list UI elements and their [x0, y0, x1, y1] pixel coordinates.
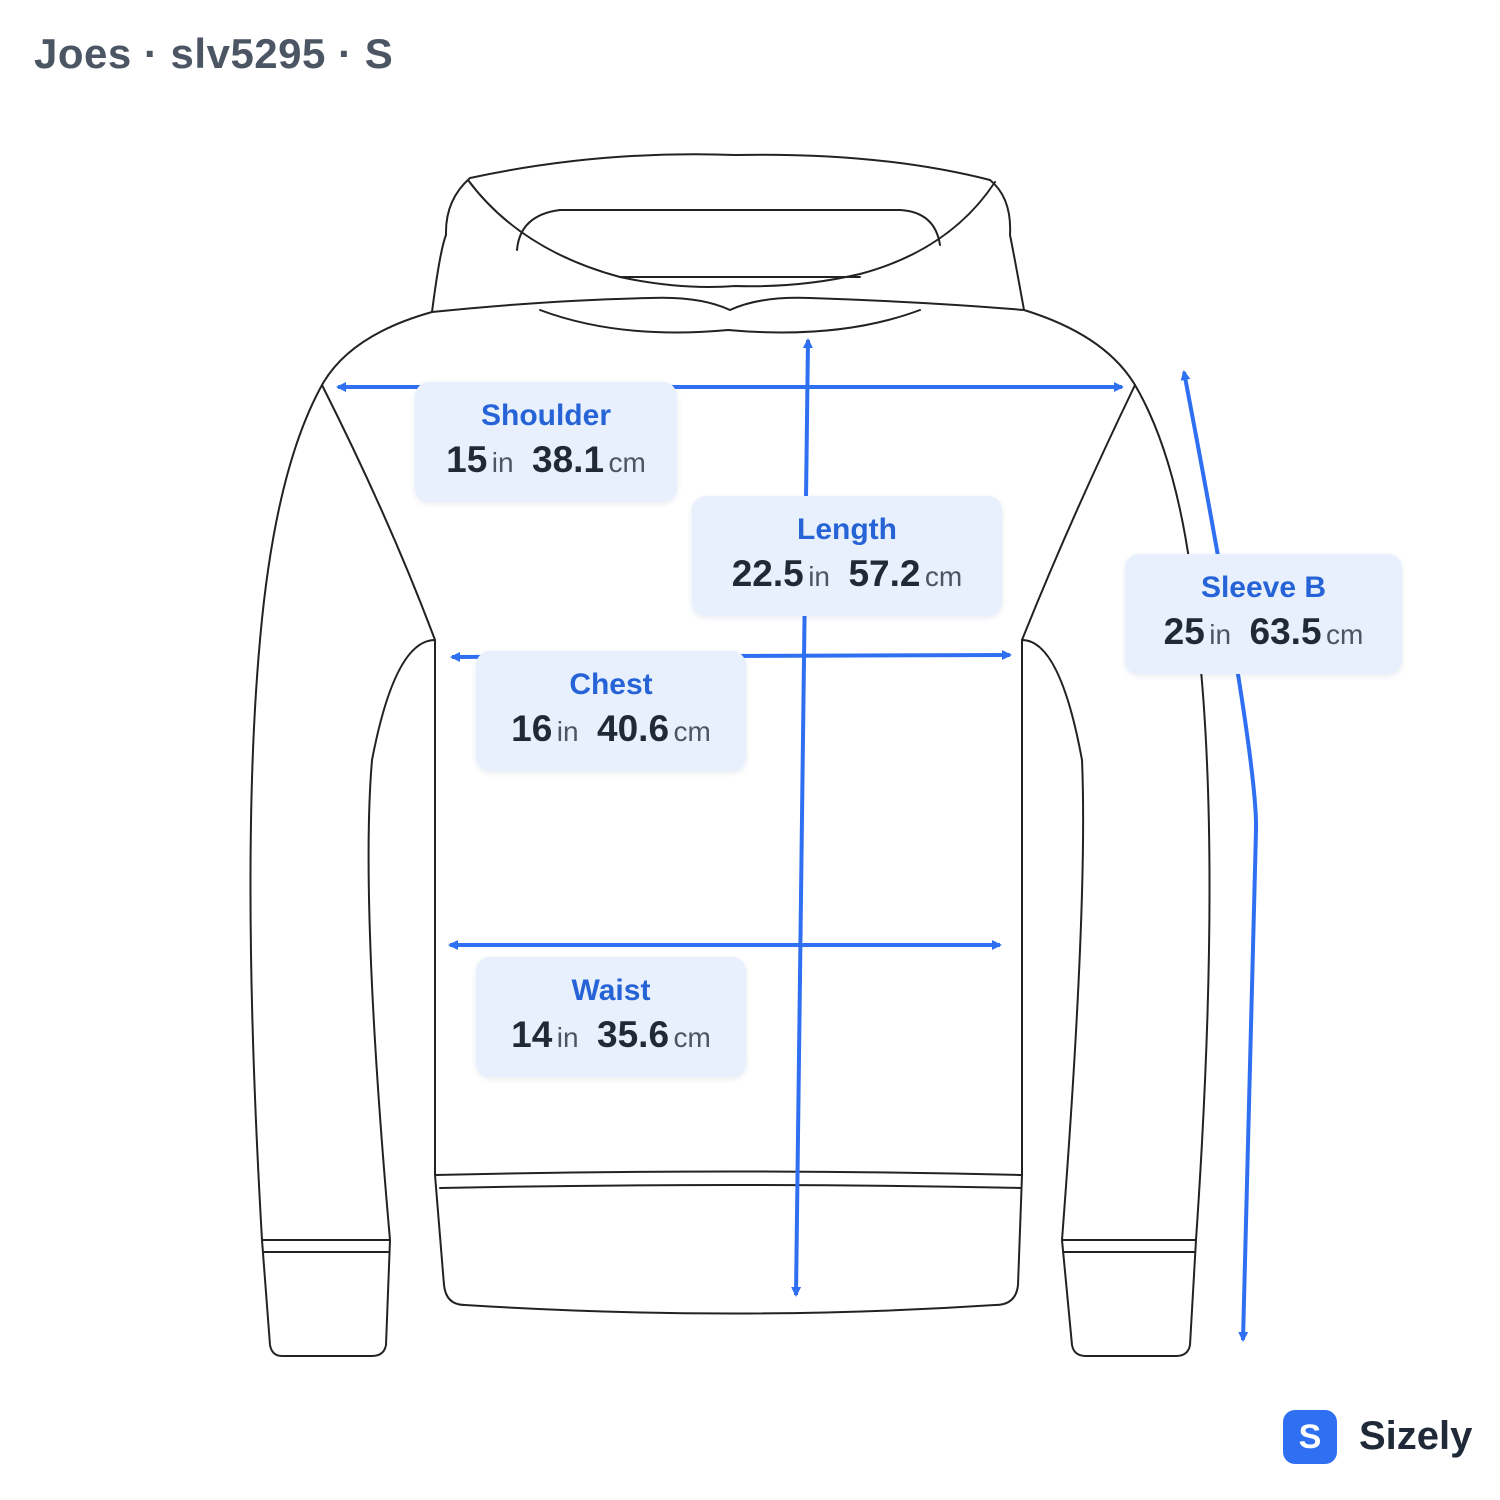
shoulder-label: Shoulder 15 in 38.1 cm — [415, 382, 677, 502]
value-inches: 14 — [511, 1014, 553, 1055]
value-cm: 35.6 — [597, 1014, 670, 1055]
waist-label: Waist 14 in 35.6 cm — [476, 957, 746, 1077]
unit-inches: in — [556, 1022, 579, 1053]
unit-inches: in — [491, 447, 514, 478]
measurement-name: Chest — [569, 668, 653, 701]
left-sleeve — [249, 384, 323, 1241]
length-arrow — [791, 338, 813, 1297]
hood-inner-line — [467, 179, 996, 288]
neckline — [431, 296, 1025, 313]
body-right-side — [1021, 309, 1136, 1176]
value-cm: 57.2 — [848, 553, 921, 594]
unit-inches: in — [808, 561, 830, 592]
value-inches: 15 — [446, 439, 488, 480]
measurement-name: Shoulder — [480, 399, 611, 432]
unit-cm: cm — [924, 561, 963, 592]
unit-cm: cm — [673, 716, 711, 747]
hood-opening — [516, 209, 941, 251]
value-cm: 38.1 — [532, 439, 605, 480]
measurement-name: Waist — [571, 974, 651, 1007]
value-inches: 22.5 — [731, 553, 804, 594]
unit-inches: in — [556, 716, 579, 747]
value-inches: 25 — [1163, 611, 1205, 652]
left-cuff — [261, 1239, 391, 1357]
page-title: Joes · slv5295 · S — [34, 30, 394, 77]
chest-label: Chest 16 in 40.6 cm — [476, 651, 746, 771]
unit-cm: cm — [673, 1022, 711, 1053]
unit-inches: in — [1209, 619, 1232, 650]
waistband — [434, 1170, 1023, 1315]
measurement-name: Length — [797, 513, 897, 546]
unit-cm: cm — [608, 447, 646, 478]
hood-outline — [431, 153, 1025, 313]
body-left-side — [321, 311, 436, 1176]
sizely-logo-icon: S — [1283, 1410, 1337, 1464]
sleeve-label: Sleeve B 25 in 63.5 cm — [1125, 554, 1402, 674]
brand-name: Sizely — [1359, 1414, 1473, 1458]
value-cm: 63.5 — [1249, 611, 1322, 652]
measurement-name: Sleeve B — [1200, 571, 1327, 604]
sleeve-arrow — [1180, 370, 1259, 1342]
right-sleeve — [1134, 384, 1211, 1241]
unit-cm: cm — [1326, 619, 1364, 650]
value-cm: 40.6 — [597, 708, 670, 749]
value-inches: 16 — [511, 708, 553, 749]
right-cuff — [1061, 1239, 1197, 1357]
length-label: Length 22.5 in 57.2 cm — [692, 496, 1002, 616]
